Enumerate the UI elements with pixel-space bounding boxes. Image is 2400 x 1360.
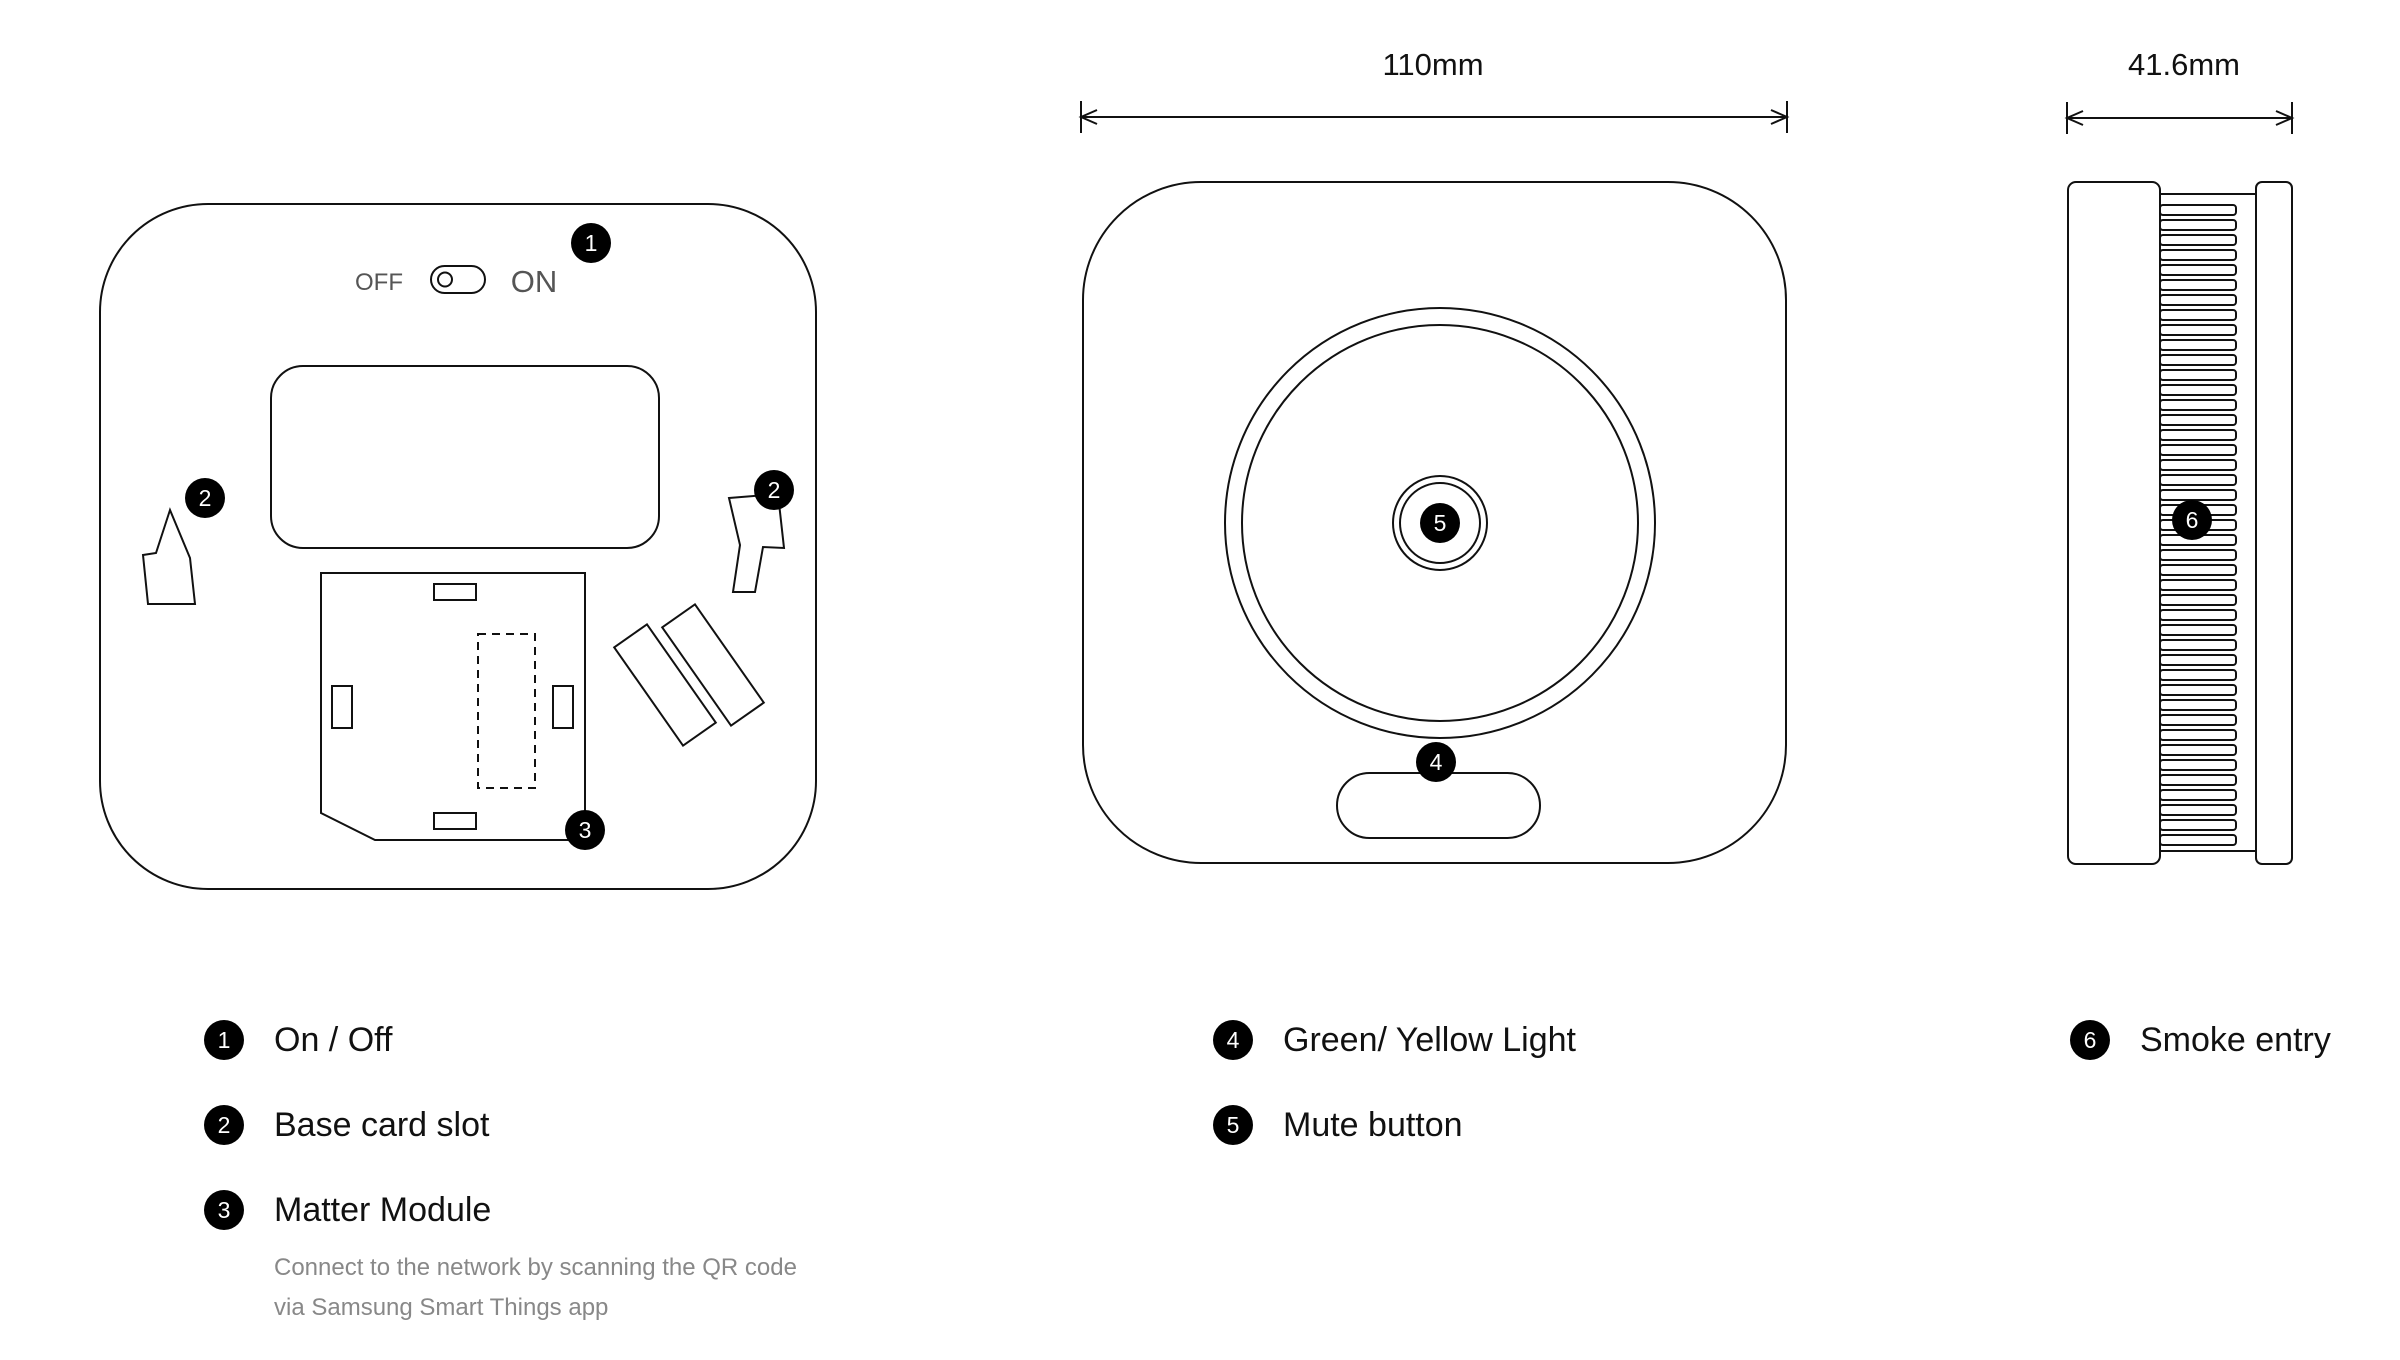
callout-5-badge [1420,503,1460,543]
side-view [2064,102,2295,865]
vent-fin [2159,249,2237,261]
switch-track [430,265,486,294]
width-arrow-left [1078,109,1098,125]
indicator-light [1336,772,1541,839]
vent-fin [2159,834,2237,846]
side-view-base [2255,181,2293,865]
vent-fin [2159,369,2237,381]
vent-fin [2159,294,2237,306]
callout-4-badge [1416,742,1456,782]
matter-module-outline [320,572,586,841]
vent-fin [2159,669,2237,681]
vent-fin [2159,789,2237,801]
callout-5-number: 5 [1434,510,1447,536]
callout-4: 4 [1416,742,1456,782]
module-tab-left [331,685,353,729]
callout-4-number: 4 [1430,749,1443,775]
callout-6-number: 6 [2186,507,2199,533]
vent-fin [2159,759,2237,771]
vent-fin [2159,354,2237,366]
callout-2-right-number: 2 [768,477,781,503]
vent-fin [2159,699,2237,711]
vent-fin [2159,594,2237,606]
depth-arrow-right [2275,110,2295,126]
vent-fin [2159,324,2237,336]
callout-6: 6 [2172,500,2212,540]
callout-3-badge [565,810,605,850]
vent-fin [2159,399,2237,411]
vent-fin [2159,639,2237,651]
back-view-outline [99,203,817,890]
vent-fin [2159,279,2237,291]
vent-fin [2159,624,2237,636]
vent-fin [2159,774,2237,786]
width-dimension-label: 110mm [1382,47,1483,82]
vent-fin [2159,744,2237,756]
callout-2-left-number: 2 [199,485,212,511]
depth-arrow-left [2064,110,2084,126]
detector-inner-ring [1241,324,1639,722]
vent-fin [2159,444,2237,456]
battery-contact-1 [612,622,718,748]
vent-fin [2159,264,2237,276]
vent-fin [2159,474,2237,486]
vent-fin [2159,729,2237,741]
switch-off-label: OFF [355,269,403,296]
mute-button-inner [1399,482,1481,564]
vent-fin [2159,234,2237,246]
callout-1-badge [571,223,611,263]
callout-5: 5 [1420,503,1460,543]
width-dimension [1078,101,1790,133]
vent-fin [2159,654,2237,666]
vent-fin [2159,819,2237,831]
battery-contact-2 [660,602,766,728]
callout-2-right: 2 [754,470,794,510]
vent-fin [2159,339,2237,351]
callout-2-right-badge [754,470,794,510]
module-tab-bottom [433,812,477,830]
depth-dimension-label: 41.6mm [2128,47,2240,82]
vent-fin [2159,579,2237,591]
callout-6-badge [2172,500,2212,540]
switch-knob [437,271,453,288]
detector-outer-ring [1224,307,1656,739]
callout-1: 1 [571,223,611,263]
vent-fin [2159,549,2237,561]
vent-fin [2159,804,2237,816]
front-view [1078,101,1790,864]
vent-fin [2159,609,2237,621]
vent-fin [2159,489,2237,501]
module-tab-top [433,583,477,601]
vent-fin [2159,219,2237,231]
callout-2-left: 2 [185,478,225,518]
vent-fin [2159,564,2237,576]
vent-fin [2159,384,2237,396]
width-arrow-right [1770,109,1790,125]
callout-3-number: 3 [579,817,592,843]
vent-fin [2159,684,2237,696]
vent-fin [2159,309,2237,321]
qr-code-area [477,633,536,789]
vent-fin [2159,714,2237,726]
on-off-switch [430,265,486,294]
callout-1-number: 1 [585,230,598,256]
callout-3: 3 [565,810,605,850]
switch-on-label: ON [511,264,558,299]
vent-fin [2159,459,2237,471]
module-tab-right [552,685,574,729]
matter-module [320,572,586,841]
back-view [99,203,817,890]
vent-fin [2159,204,2237,216]
depth-dimension [2064,102,2295,134]
base-card-slot-left [141,507,197,605]
side-view-front-shell [2067,181,2161,865]
front-view-outline [1082,181,1787,864]
vent-fin [2159,429,2237,441]
battery-window [270,365,660,549]
vent-fin [2159,414,2237,426]
callout-2-left-badge [185,478,225,518]
mute-button-outer [1392,475,1488,571]
